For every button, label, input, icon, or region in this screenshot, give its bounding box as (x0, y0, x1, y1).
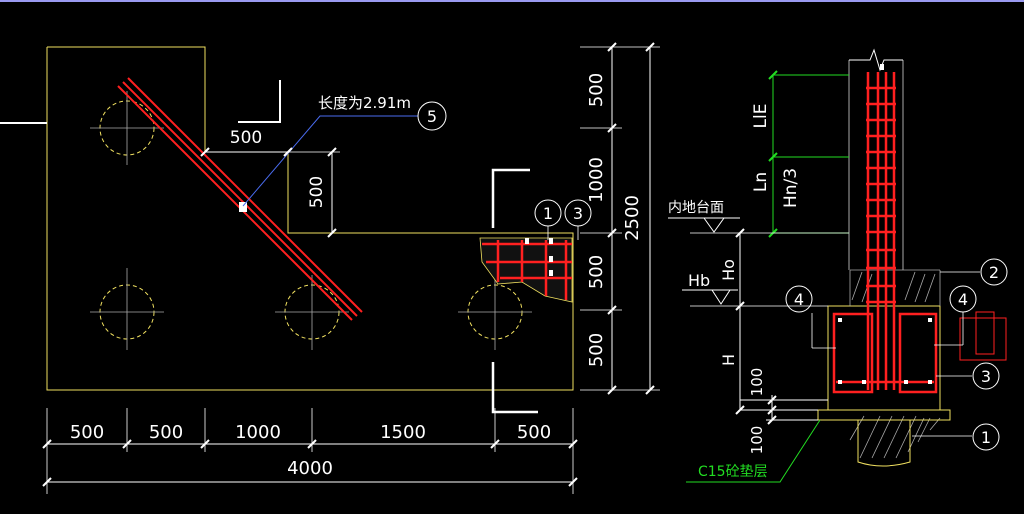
pile-bottom-right (458, 275, 532, 350)
corner-mark-top (238, 80, 281, 123)
callout-5-label: 5 (427, 107, 437, 126)
section-callout-4-right-label: 4 (958, 290, 968, 309)
callout-5-circle (417, 101, 447, 131)
cushion-label: C15砼垫层 (698, 464, 768, 480)
dim-100-b: 100 (748, 426, 766, 455)
bottom-dimension-chain (42, 408, 578, 494)
rebar-length-label: 长度为2.91m (318, 94, 411, 112)
label-LIE: LlE (751, 104, 771, 129)
pile-bottom-left (90, 268, 164, 350)
dim-bottom-0: 500 (70, 422, 104, 443)
section-callout-1-circle (972, 423, 1000, 451)
label-ground-level: 内地台面 (668, 200, 724, 216)
bracket-mark-top-right (491, 168, 530, 228)
side-dim-0: 500 (586, 73, 607, 107)
side-dim-total: 2500 (622, 195, 643, 241)
label-Ln: Ln (751, 172, 771, 192)
pile-cap-outline (46, 46, 574, 391)
dim-bottom-2: 1000 (235, 422, 281, 443)
column-break (849, 48, 903, 72)
cushion-layer (817, 409, 951, 421)
rebar-length-leader (242, 115, 418, 207)
section-callout-3-label: 3 (981, 367, 991, 386)
section-vertical-dims (735, 228, 828, 425)
dim-bottom-1: 500 (149, 422, 183, 443)
local-rebar-detail (479, 237, 573, 303)
label-Hb: Hb (688, 271, 710, 290)
detail-box-inner (975, 311, 995, 355)
dim-500-horizontal-text: 500 (230, 128, 262, 148)
label-H: H (719, 354, 738, 366)
section-callout-1-label: 1 (981, 428, 991, 447)
total-width-text: 4000 (287, 458, 333, 479)
cap-top-triangle (711, 289, 731, 305)
dim-100-a: 100 (748, 368, 766, 397)
section-callout-4-left-label: 4 (794, 290, 804, 309)
side-dim-2: 500 (586, 255, 607, 289)
bracket-mark-bottom-right (491, 362, 538, 414)
plan-view: 长度为2.91m 5 500 500 (0, 46, 592, 494)
window-top-border (0, 0, 1024, 2)
plan-callout-3-label: 3 (573, 204, 583, 223)
diagonal-rebar (117, 77, 363, 321)
cap-section-outline (827, 305, 941, 411)
rebar-grip-marker (239, 202, 247, 212)
pile-bottom-middle (275, 275, 349, 350)
dim-bottom-4: 500 (517, 422, 551, 443)
label-Hn3: Hn/3 (781, 168, 801, 208)
section-callout-4-left-circle (785, 285, 813, 313)
column-rebar-cage (832, 72, 938, 394)
section-callout-2-label: 2 (989, 263, 999, 282)
dim-bottom-3: 1500 (380, 422, 426, 443)
label-Ho: Ho (719, 259, 738, 281)
section-callout-2-circle (980, 258, 1008, 286)
detail-box-outer (959, 317, 1007, 361)
side-dim-3: 500 (586, 333, 607, 367)
pile-top-left (90, 91, 164, 165)
cushion-leader (686, 419, 821, 483)
side-dimension-chain (580, 42, 660, 395)
plan-callout-1-label: 1 (543, 204, 553, 223)
side-dim-1: 1000 (586, 157, 607, 203)
green-dimension-chain (768, 70, 849, 238)
section-view: LlE Ln Hn/3 内地台面 Hb Ho H (668, 48, 1008, 483)
pile-below (857, 420, 911, 467)
rebar-cross-sections (838, 64, 932, 384)
dim-500-vertical-text: 500 (307, 176, 327, 208)
section-callout-3-circle (972, 362, 1000, 390)
ground-level-triangle (703, 217, 725, 233)
